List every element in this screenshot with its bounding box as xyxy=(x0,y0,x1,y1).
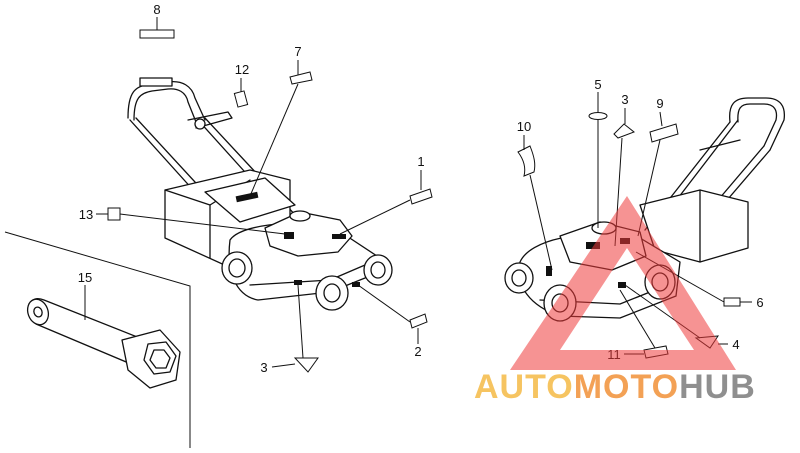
label-part-10 xyxy=(517,145,536,177)
left-front-wheel xyxy=(221,251,253,285)
callout-9: 9 xyxy=(656,96,663,111)
callout-15: 15 xyxy=(78,270,92,285)
callout-3-right: 3 xyxy=(621,92,628,107)
label-part-3 xyxy=(293,357,319,373)
watermark-hub: HUB xyxy=(679,368,756,406)
left-leader-lines xyxy=(96,17,422,368)
left-label-parts xyxy=(107,29,433,373)
callout-1: 1 xyxy=(417,154,424,169)
callout-4: 4 xyxy=(732,337,739,352)
callout-5: 5 xyxy=(594,77,601,92)
label-part-9 xyxy=(649,123,679,143)
callout-12: 12 xyxy=(235,62,249,77)
right-mower xyxy=(504,97,786,322)
label-part-13 xyxy=(107,207,121,221)
right-handle-top xyxy=(729,97,786,151)
label-part-3-right xyxy=(613,123,635,139)
callout-2: 2 xyxy=(414,344,421,359)
right-front-wheel xyxy=(504,262,534,294)
callout-6: 6 xyxy=(756,295,763,310)
callout-13: 13 xyxy=(79,207,93,222)
label-part-2 xyxy=(409,313,428,329)
watermark-triangle-icon xyxy=(510,196,736,370)
left-handle-grip xyxy=(139,77,173,87)
watermark-moto: MOTO xyxy=(574,368,679,406)
label-part-7 xyxy=(289,71,313,85)
tool-inset xyxy=(4,231,191,448)
callout-10: 10 xyxy=(517,119,531,134)
callout-8: 8 xyxy=(153,2,160,17)
left-rear-wheel xyxy=(315,275,349,311)
label-part-12 xyxy=(233,90,249,108)
callout-3-left: 3 xyxy=(260,360,267,375)
watermark-logo: AUTOMOTOHUB xyxy=(474,368,756,406)
left-mower xyxy=(127,77,393,311)
label-part-5 xyxy=(588,112,608,120)
label-part-8 xyxy=(139,29,175,39)
inset-border xyxy=(4,231,191,448)
watermark-auto: AUTO xyxy=(474,368,574,406)
watermark: AUTOMOTOHUB xyxy=(474,196,756,406)
label-part-6 xyxy=(723,297,741,307)
label-part-1 xyxy=(409,188,433,205)
callout-7: 7 xyxy=(294,44,301,59)
